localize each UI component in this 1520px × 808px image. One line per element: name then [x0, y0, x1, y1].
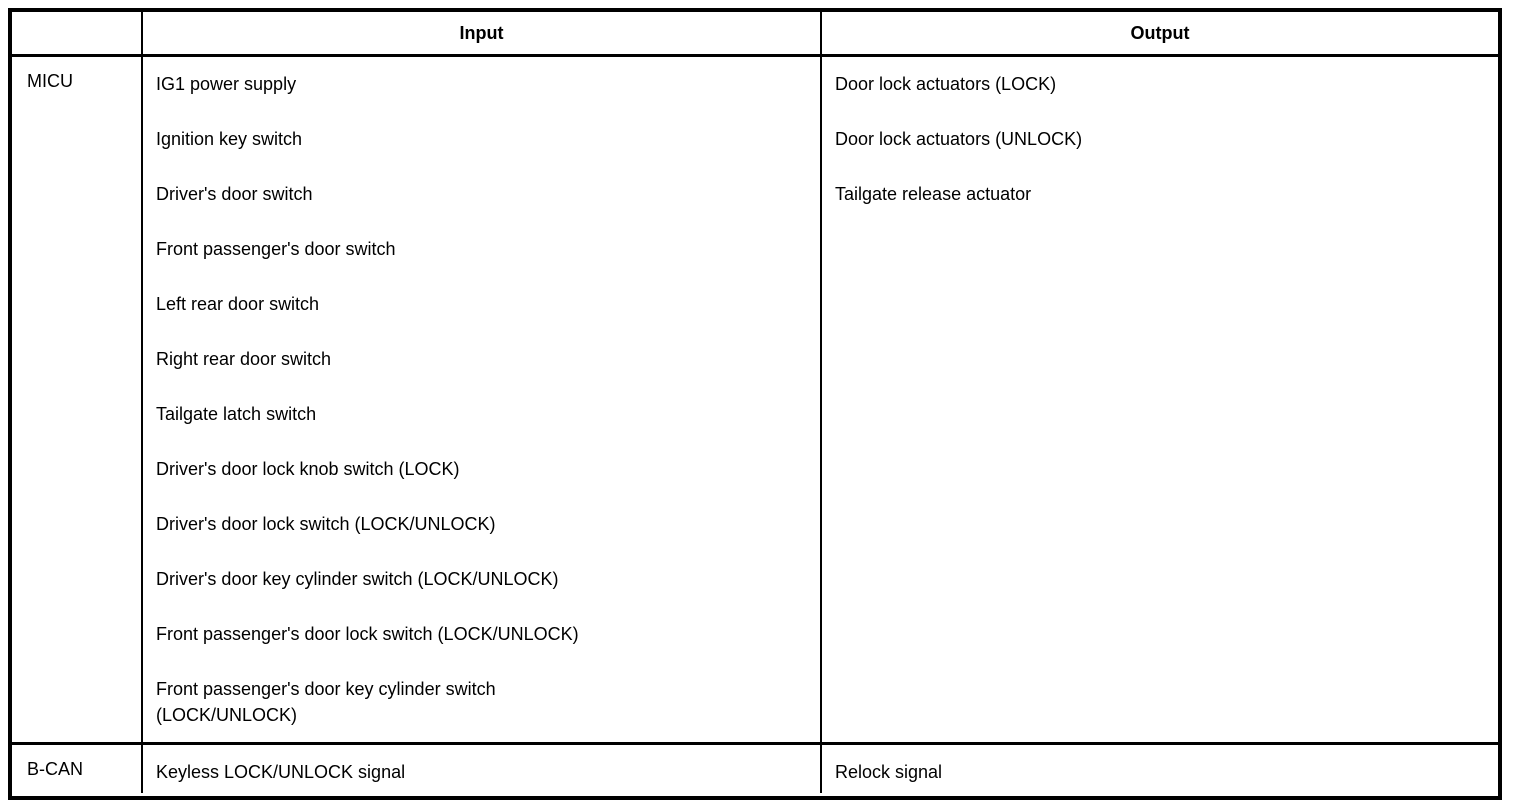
output-item: Tailgate release actuator: [835, 184, 1032, 204]
input-item: Driver's door key cylinder switch (LOCK/…: [156, 569, 559, 589]
micu-outputs-cell: Door lock actuators (LOCK) Door lock act…: [822, 57, 1498, 742]
input-item: Driver's door lock knob switch (LOCK): [156, 459, 460, 479]
table-row-micu: MICU IG1 power supply Ignition key switc…: [12, 57, 1498, 745]
input-item: Keyless LOCK/UNLOCK signal: [156, 762, 406, 782]
output-item: Door lock actuators (UNLOCK): [835, 129, 1083, 149]
input-item: Ignition key switch: [156, 129, 303, 149]
header-input-cell: Input: [143, 12, 822, 54]
bcan-outputs-cell: Relock signal: [822, 745, 1498, 793]
input-item: Left rear door switch: [156, 294, 320, 314]
header-output-cell: Output: [822, 12, 1498, 54]
micu-inputs-cell: IG1 power supply Ignition key switch Dri…: [143, 57, 822, 742]
row-label-cell: B-CAN: [12, 745, 143, 793]
row-label: B-CAN: [27, 759, 84, 779]
header-unit-cell: [12, 12, 143, 54]
output-item: Door lock actuators (LOCK): [835, 74, 1057, 94]
row-label-cell: MICU: [12, 57, 143, 742]
output-item: Relock signal: [835, 762, 943, 782]
table-row-bcan: B-CAN Keyless LOCK/UNLOCK signal Relock …: [12, 745, 1498, 793]
input-item: Right rear door switch: [156, 349, 332, 369]
input-item: Front passenger's door key cylinder swit…: [156, 679, 496, 725]
input-output-table: Input Output MICU IG1 power supply Ignit…: [8, 8, 1502, 800]
input-item: Driver's door lock switch (LOCK/UNLOCK): [156, 514, 496, 534]
input-item: Tailgate latch switch: [156, 404, 317, 424]
header-output-label: Output: [1130, 22, 1190, 43]
input-item: Front passenger's door switch: [156, 239, 396, 259]
table-header-row: Input Output: [12, 12, 1498, 57]
row-label: MICU: [27, 71, 73, 91]
header-input-label: Input: [459, 22, 504, 43]
input-item: IG1 power supply: [156, 74, 297, 94]
input-item: Front passenger's door lock switch (LOCK…: [156, 624, 579, 644]
input-item: Driver's door switch: [156, 184, 313, 204]
bcan-inputs-cell: Keyless LOCK/UNLOCK signal: [143, 745, 822, 793]
